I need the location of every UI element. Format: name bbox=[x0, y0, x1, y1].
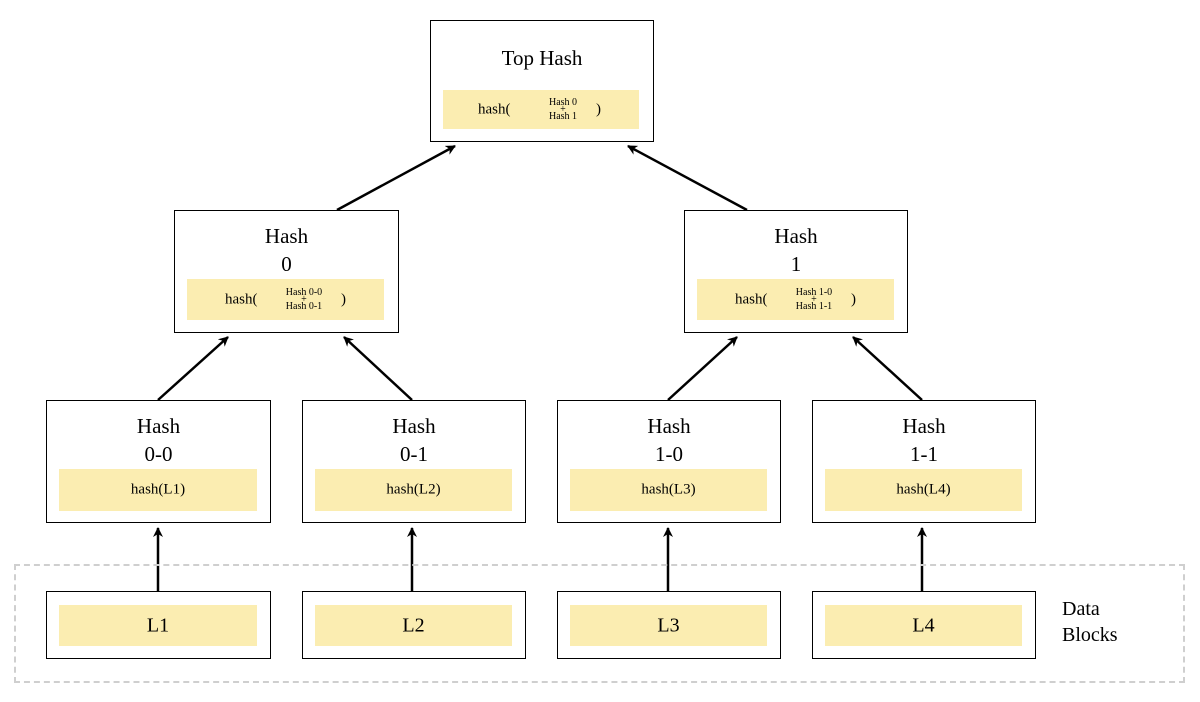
hash-0-node: Hash 0 hash( Hash 0-0 + Hash 0-1 ) bbox=[174, 210, 399, 333]
node-title-line1: Hash bbox=[774, 224, 818, 248]
formula-box: hash(L3) bbox=[570, 469, 767, 511]
operand-plus: + bbox=[811, 293, 817, 305]
formula-operands: Hash 0-0 + Hash 0-1 bbox=[279, 286, 329, 312]
hash-1-1-node: Hash 1-1 hash(L4) bbox=[812, 400, 1036, 523]
node-title-line2: 0-1 bbox=[400, 442, 428, 466]
leaf-highlight: L1 bbox=[59, 605, 257, 646]
arrow-hash00-to-hash0 bbox=[157, 336, 229, 401]
formula-fn: hash( bbox=[478, 101, 511, 117]
leaf-label: L3 bbox=[657, 614, 680, 636]
formula-text: hash(L3) bbox=[641, 481, 696, 498]
formula-box: hash( Hash 0-0 + Hash 0-1 ) bbox=[187, 279, 384, 320]
formula-text: hash(L1) bbox=[130, 481, 186, 498]
arrow-hash0-to-top bbox=[336, 144, 456, 212]
formula-text: hash(L4) bbox=[896, 481, 951, 498]
node-title-line2: 0 bbox=[281, 252, 292, 276]
operand-b: Hash 1-1 bbox=[795, 300, 833, 312]
region-label-line1: Data bbox=[1062, 598, 1100, 620]
formula-close: ) bbox=[341, 291, 346, 307]
leaf-label: L2 bbox=[402, 614, 425, 636]
node-title-line2: 1-0 bbox=[655, 442, 683, 466]
arrow-hash10-to-hash1 bbox=[667, 336, 738, 401]
arrow-hash1-to-top bbox=[627, 144, 748, 212]
node-title-line1: Hash bbox=[392, 414, 436, 438]
hash-1-node: Hash 1 hash( Hash 1-0 + Hash 1-1 ) bbox=[684, 210, 908, 333]
node-title-line2: 0-0 bbox=[144, 442, 173, 466]
node-title: Top Hash bbox=[501, 46, 583, 70]
formula-fn: hash( bbox=[225, 291, 258, 307]
leaf-highlight: L3 bbox=[570, 605, 767, 646]
hash-1-0-node: Hash 1-0 hash(L3) bbox=[557, 400, 781, 523]
formula-close: ) bbox=[851, 291, 856, 307]
leaf-l4-node: L4 bbox=[812, 591, 1036, 659]
node-title-line2: 1-1 bbox=[910, 442, 938, 466]
arrow-hash11-to-hash1 bbox=[852, 336, 923, 401]
data-blocks-label: Data Blocks bbox=[1062, 596, 1118, 648]
node-title-line1: Hash bbox=[647, 414, 691, 438]
operand-a: Hash 1-0 bbox=[795, 286, 833, 298]
leaf-highlight: L4 bbox=[825, 605, 1022, 646]
node-title-line2: 1 bbox=[790, 252, 802, 276]
formula-fn: hash( bbox=[735, 291, 768, 307]
leaf-l2-node: L2 bbox=[302, 591, 526, 659]
formula-operands: Hash 1-0 + Hash 1-1 bbox=[789, 286, 839, 312]
formula-box: hash(L4) bbox=[825, 469, 1022, 511]
leaf-l3-node: L3 bbox=[557, 591, 781, 659]
formula-box: hash( Hash 0 + Hash 1 ) bbox=[443, 90, 639, 129]
top-hash-node: Top Hash hash( Hash 0 + Hash 1 ) bbox=[430, 20, 654, 142]
operand-plus: + bbox=[560, 103, 566, 115]
formula-box: hash( Hash 1-0 + Hash 1-1 ) bbox=[697, 279, 894, 320]
operand-a: Hash 0-0 bbox=[285, 286, 323, 298]
formula-text: hash(L2) bbox=[386, 481, 441, 498]
formula-close: ) bbox=[596, 101, 601, 117]
node-title-line1: Hash bbox=[264, 224, 309, 248]
formula-operands: Hash 0 + Hash 1 bbox=[543, 96, 583, 122]
node-title-line1: Hash bbox=[902, 414, 946, 438]
operand-a: Hash 0 bbox=[548, 96, 578, 108]
formula-box: hash(L1) bbox=[59, 469, 257, 511]
hash-0-0-node: Hash 0-0 hash(L1) bbox=[46, 400, 271, 523]
node-title-line1: Hash bbox=[136, 414, 181, 438]
leaf-label: L4 bbox=[912, 614, 935, 636]
region-label-line2: Blocks bbox=[1062, 624, 1118, 646]
operand-plus: + bbox=[301, 293, 307, 305]
hash-0-1-node: Hash 0-1 hash(L2) bbox=[302, 400, 526, 523]
leaf-l1-node: L1 bbox=[46, 591, 271, 659]
arrow-hash01-to-hash0 bbox=[343, 336, 413, 401]
operand-b: Hash 1 bbox=[548, 110, 578, 122]
operand-b: Hash 0-1 bbox=[285, 300, 323, 312]
formula-box: hash(L2) bbox=[315, 469, 512, 511]
leaf-label: L1 bbox=[146, 614, 170, 636]
leaf-highlight: L2 bbox=[315, 605, 512, 646]
data-blocks-region bbox=[14, 564, 1185, 683]
